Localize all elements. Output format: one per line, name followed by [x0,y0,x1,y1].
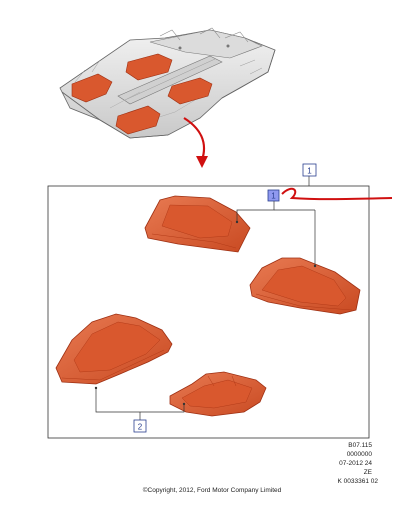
callout-1-front-label: 1 [271,192,276,201]
drawing-code-line-5: K 0033361 02 [338,478,379,485]
drawing-code-line-1: B07.115 [348,442,372,449]
detail-frame [47,185,370,439]
callout-1-label: 1 [307,167,312,176]
callout-2-rear-mats: 2 [94,386,186,433]
drawing-code-line-4: ZE [364,469,373,476]
installed-mat-rear-right [115,105,161,135]
red-annotation-mark [281,187,393,201]
installed-mat-rear-left [71,73,113,103]
installed-mat-front-right [167,77,213,105]
callout-2-label: 2 [138,423,143,432]
front-mat-right [249,257,361,315]
copyright-notice: ©Copyright, 2012, Ford Motor Company Lim… [143,486,282,494]
drawing-code-line-2: 0000000 [347,451,373,458]
installed-mats [71,53,213,135]
drawing-code-line-3: 07-2012 24 [339,460,372,467]
callout-1-frame: 1 [302,163,317,186]
rear-mat-center [169,371,267,417]
installed-mat-front-left [125,53,173,81]
front-mat-left [144,195,251,253]
pointer-arrow [183,117,208,168]
callout-1-front-mats: 1 [235,189,317,268]
rear-mat-left [55,313,173,385]
drawing-reference-block: B07.115 0000000 07-2012 24 ZE K 0033361 … [338,442,379,485]
vehicle-floor-pan [59,27,276,139]
